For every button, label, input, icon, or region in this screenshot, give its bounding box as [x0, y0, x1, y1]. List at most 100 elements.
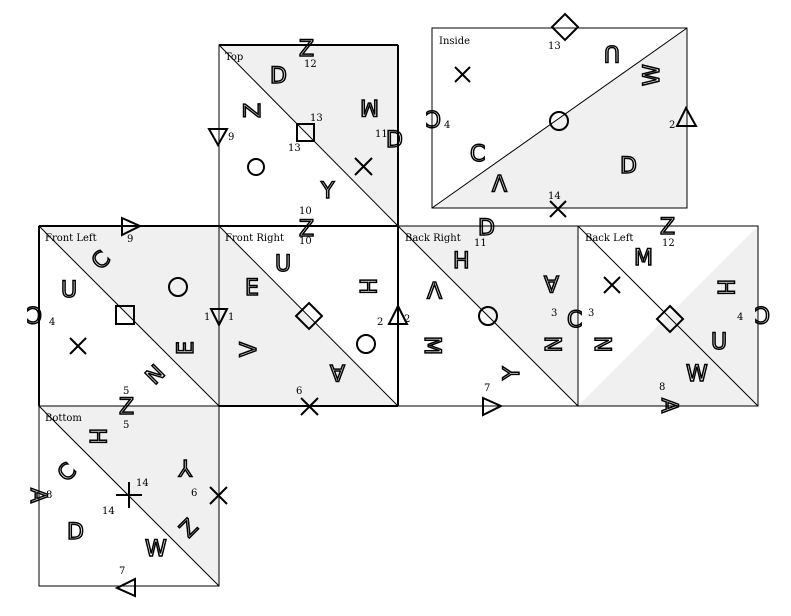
- top-number-9: 9: [228, 132, 234, 143]
- back-right-edge-letter-d: D: [478, 216, 495, 241]
- inside-letter-v: V: [492, 169, 507, 194]
- top-letter-d: D: [270, 64, 287, 89]
- back-left-number-8: 8: [659, 382, 665, 393]
- inside-edge-letter-c: C: [426, 105, 441, 130]
- back-left-letter-u: U: [711, 330, 727, 355]
- back-right-letter-y: Y: [500, 366, 525, 381]
- back-right-edge-letter-c: C: [567, 308, 582, 333]
- front-right-circle-icon: [356, 334, 376, 354]
- top-edge-letter-z: Z: [299, 37, 314, 62]
- back-left-cross-icon: [603, 276, 621, 294]
- back-left-edge-letter-c: C: [755, 301, 770, 326]
- back-right-diagonal: [397, 225, 579, 407]
- bottom-plus-icon: [116, 482, 142, 508]
- back-left-face-title: Back Left: [585, 233, 633, 244]
- back-left-letter-h: H: [712, 279, 737, 296]
- back-right-number-2: 2: [404, 314, 410, 325]
- front-right-diamond-icon: [294, 301, 324, 331]
- bottom-letter-h: H: [84, 428, 109, 445]
- front-right-triangle-down-icon: [209, 308, 229, 328]
- top-letter-y: Y: [320, 179, 335, 204]
- top-letter-m: M: [360, 94, 379, 119]
- inside-number-14: 14: [548, 191, 561, 202]
- inside-edge-cross-icon: [549, 200, 567, 218]
- top-edge-letter-d: D: [386, 128, 403, 153]
- bottom-face-title: Bottom: [45, 413, 82, 424]
- top-number-13b: 13: [288, 143, 301, 154]
- inside-letter-c: C: [470, 142, 485, 167]
- top-triangle-down-icon: [207, 128, 229, 148]
- inside-number-13: 13: [548, 41, 561, 52]
- front-right-number-2: 2: [377, 317, 383, 328]
- top-face-title: Top: [225, 52, 243, 63]
- bottom-number-6: 6: [191, 488, 197, 499]
- front-right-diagonal: [218, 225, 399, 407]
- bottom-letter-w: W: [145, 537, 167, 562]
- top-number-10: 10: [299, 206, 312, 217]
- bottom-edge-triangle-left-icon: [114, 577, 136, 598]
- back-left-letter-n: N: [589, 336, 614, 352]
- bottom-number-14a: 14: [136, 478, 149, 489]
- inside-diamond-icon: [550, 12, 580, 42]
- bottom-number-5: 5: [123, 420, 129, 431]
- front-left-square-icon: [115, 305, 135, 325]
- front-left-triangle-right-icon: [121, 216, 143, 237]
- back-right-letter-n: N: [539, 336, 564, 352]
- bottom-letter-c: C: [53, 458, 82, 487]
- back-left-number-12: 12: [662, 238, 675, 249]
- front-left-diagonal: [38, 225, 220, 407]
- bottom-number-14b: 14: [102, 506, 115, 517]
- back-left-letter-w: W: [686, 362, 708, 387]
- inside-diagonal: [431, 27, 688, 209]
- back-right-edge-triangle-right-icon: [482, 396, 504, 417]
- back-left-face-border: [577, 225, 759, 407]
- top-letter-z: Z: [241, 103, 266, 118]
- back-right-number-3: 3: [551, 308, 557, 319]
- top-number-13a: 13: [310, 113, 323, 124]
- back-left-number-3: 3: [588, 308, 594, 319]
- top-edge-number-12: 12: [304, 59, 317, 70]
- top-circle-icon: [247, 158, 265, 176]
- back-left-diamond-icon: [655, 304, 685, 334]
- bottom-letter-y: Y: [178, 454, 193, 479]
- front-right-letter-a: A: [330, 359, 345, 384]
- back-right-number-7: 7: [484, 383, 490, 394]
- front-left-letter-n: N: [141, 361, 170, 390]
- back-left-number-4: 4: [737, 312, 743, 323]
- inside-circle-icon: [549, 111, 569, 131]
- back-right-circle-icon: [478, 306, 498, 326]
- back-left-diagonal: [577, 225, 759, 407]
- back-right-face-title: Back Right: [405, 233, 461, 244]
- front-left-number-4: 4: [49, 317, 55, 328]
- bottom-edge-letter-a: A: [25, 488, 50, 503]
- inside-letter-u: U: [604, 40, 620, 65]
- front-left-face-title: Front Left: [45, 233, 97, 244]
- front-left-cross-icon: [69, 337, 87, 355]
- back-left-edge-letter-z: Z: [660, 215, 675, 240]
- front-right-letter-v: V: [237, 342, 262, 357]
- front-right-edge-cross-icon: [300, 397, 319, 416]
- inside-letter-d: D: [620, 154, 637, 179]
- front-right-number-6: 6: [296, 386, 302, 397]
- inside-face-title: Inside: [439, 36, 470, 47]
- top-diagonal: [218, 44, 399, 227]
- front-right-letter-e: E: [245, 276, 259, 301]
- front-left-edge-letter-c: C: [27, 301, 42, 326]
- inside-cross-icon: [454, 66, 471, 83]
- inside-number-4: 4: [444, 120, 450, 131]
- front-left-number-1: 1: [204, 312, 210, 323]
- front-right-number-10: 10: [299, 236, 312, 247]
- back-left-edge-letter-a: A: [656, 398, 681, 413]
- front-right-letter-u: U: [275, 252, 291, 277]
- back-right-number-11: 11: [474, 238, 487, 249]
- front-left-letter-u: U: [61, 278, 77, 303]
- inside-letter-w: W: [640, 64, 665, 86]
- front-left-circle-icon: [168, 277, 188, 297]
- bottom-edge-letter-z: Z: [119, 395, 134, 420]
- front-right-number-1: 1: [228, 312, 234, 323]
- bottom-number-7: 7: [119, 566, 125, 577]
- inside-triangle-up-icon: [675, 105, 698, 127]
- back-right-letter-h: H: [453, 249, 470, 274]
